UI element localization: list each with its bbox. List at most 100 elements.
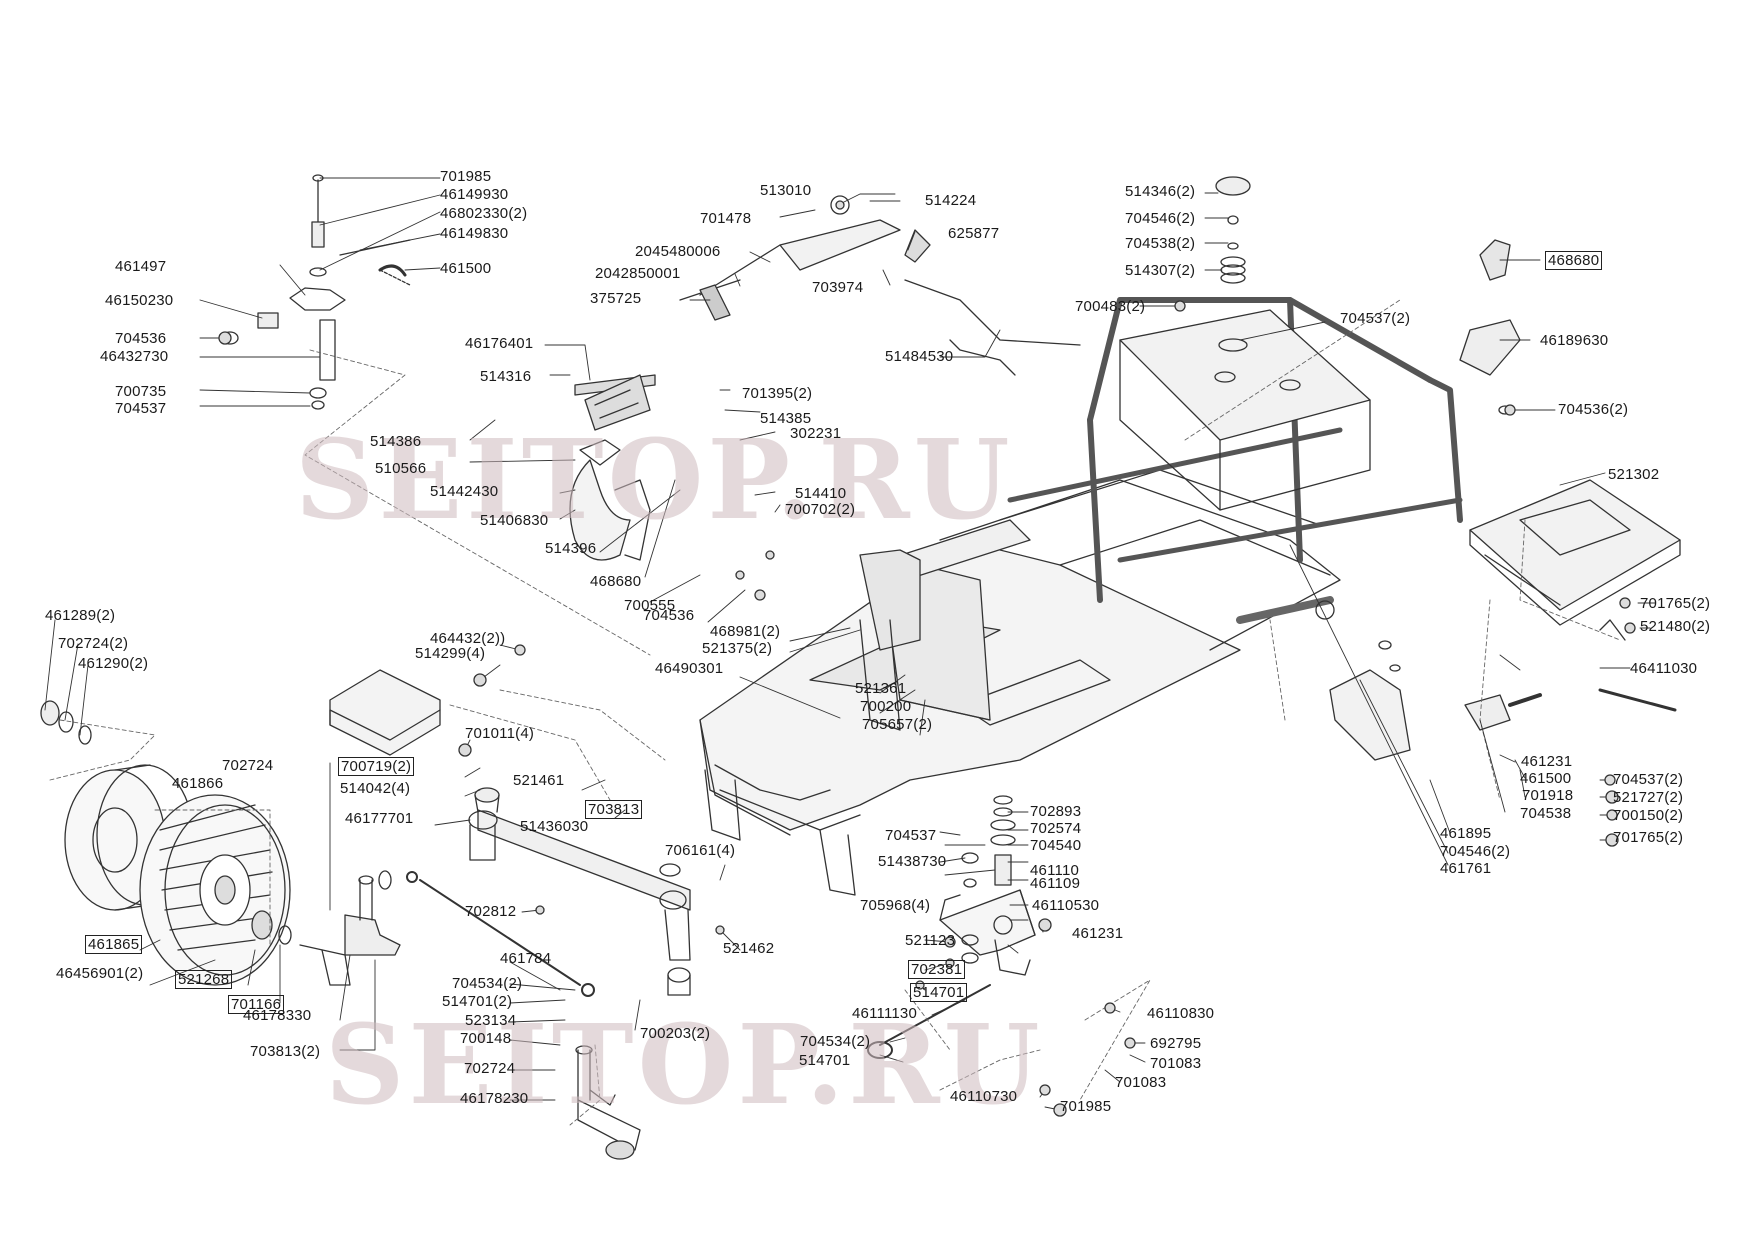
part-number-label: 46802330(2): [440, 205, 528, 222]
part-number-label: 704536(2): [1558, 401, 1629, 418]
part-number-label: 46110730: [950, 1088, 1018, 1105]
part-number-label: 704536: [115, 330, 167, 347]
seat-spring-stack: [1215, 176, 1251, 352]
part-number-label: 704534(2): [452, 975, 523, 992]
part-number-label: 700483(2): [1075, 298, 1146, 315]
part-number-label: 702381: [908, 960, 966, 979]
part-number-label: 461895: [1440, 825, 1492, 842]
part-number-label: 701083: [1115, 1074, 1167, 1091]
part-number-label: 701011(4): [465, 725, 535, 742]
part-number-label: 302231: [790, 425, 842, 442]
part-number-label: 704538(2): [1125, 235, 1196, 252]
part-number-label: 2045480006: [635, 243, 721, 260]
part-number-label: 461497: [115, 258, 167, 275]
watermark-bottom: SEITOP.RU: [325, 1000, 1044, 1129]
part-number-label: 700200: [860, 698, 912, 715]
part-number-label: 625877: [948, 225, 1000, 242]
spindle-right: [575, 1045, 641, 1160]
part-number-label: 51484530: [885, 348, 954, 365]
part-number-label: 700150(2): [1613, 807, 1684, 824]
part-number-label: 461231: [1521, 753, 1573, 770]
part-number-label: 514042(4): [340, 780, 411, 797]
part-number-label: 703813: [585, 800, 643, 819]
part-number-label: 701083: [1150, 1055, 1202, 1072]
part-number-label: 461784: [500, 950, 552, 967]
part-number-label: 521361: [855, 680, 907, 697]
part-number-label: 701765(2): [1613, 829, 1684, 846]
part-number-label: 521123: [905, 932, 956, 949]
part-number-label: 2042850001: [595, 265, 681, 282]
part-number-label: 700719(2): [338, 757, 415, 776]
part-number-label: 46177701: [345, 810, 414, 827]
part-number-label: 704537: [115, 400, 167, 417]
part-number-label: 46149830: [440, 225, 509, 242]
part-number-label: 704534(2): [800, 1033, 871, 1050]
part-number-label: 704546(2): [1440, 843, 1511, 860]
part-number-label: 513010: [760, 182, 812, 199]
part-number-label: 702724: [464, 1060, 516, 1077]
part-number-label: 46189630: [1540, 332, 1609, 349]
part-number-label: 701478: [700, 210, 752, 227]
part-number-label: 702724(2): [58, 635, 129, 652]
part-number-label: 706161(4): [665, 842, 736, 859]
part-number-label: 523134: [465, 1012, 517, 1029]
part-number-label: 46110830: [1147, 1005, 1215, 1022]
part-number-label: 521461: [513, 772, 565, 789]
part-number-label: 51442430: [430, 483, 499, 500]
part-number-label: 704538: [1520, 805, 1572, 822]
part-number-label: 514410: [795, 485, 847, 502]
part-number-label: 46111130: [852, 1005, 917, 1022]
part-number-label: 461761: [1440, 860, 1492, 877]
part-number-label: 46176401: [465, 335, 534, 352]
spindle-left: [299, 870, 401, 986]
part-number-label: 461110: [1030, 862, 1080, 879]
part-number-label: 468680: [1545, 251, 1603, 270]
part-number-label: 514396: [545, 540, 597, 557]
rear-deck-plate: [1469, 479, 1681, 641]
part-number-label: 521480(2): [1640, 618, 1711, 635]
safety-switch: [1459, 239, 1521, 415]
part-number-label: 461866: [172, 775, 224, 792]
part-number-label: 461231: [1072, 925, 1124, 942]
part-number-label: 46110530: [1032, 897, 1100, 914]
top-left-linkage: [221, 174, 411, 410]
part-number-label: 705968(4): [860, 897, 931, 914]
part-number-label: 46411030: [1630, 660, 1698, 677]
part-number-label: 702724: [222, 757, 274, 774]
part-number-label: 702893: [1030, 803, 1082, 820]
watermark-top: SEITOP.RU: [295, 415, 1014, 544]
part-number-label: 704537: [885, 827, 937, 844]
part-number-label: 521727(2): [1613, 789, 1684, 806]
part-number-label: 461500: [1520, 770, 1572, 787]
part-number-label: 702574: [1030, 820, 1082, 837]
front-wheel-right: [139, 794, 291, 986]
part-number-label: 468680: [590, 573, 642, 590]
part-number-label: 521462: [723, 940, 775, 957]
part-number-label: 51438730: [878, 853, 947, 870]
part-number-label: 514385: [760, 410, 812, 427]
part-number-label: 375725: [590, 290, 642, 307]
part-number-label: 46490301: [655, 660, 724, 677]
part-number-label: 702812: [465, 903, 517, 920]
part-number-label: 468981(2): [710, 623, 781, 640]
part-number-label: 703974: [812, 279, 864, 296]
part-number-label: 701765(2): [1640, 595, 1711, 612]
pedal-pad: [584, 374, 651, 431]
part-number-label: 700148: [460, 1030, 512, 1047]
part-number-label: 701918: [1522, 787, 1574, 804]
part-number-label: 705657(2): [862, 716, 933, 733]
lift-lever: [679, 195, 1081, 376]
part-number-label: 700555: [624, 597, 676, 614]
part-number-label: 510566: [375, 460, 427, 477]
part-number-label: 521268: [175, 970, 233, 989]
part-number-label: 701985: [440, 168, 492, 185]
wheel-bearing: [40, 700, 292, 945]
part-number-label: 692795: [1150, 1035, 1202, 1052]
chassis-frame: [699, 297, 1463, 896]
part-number-label: 46150230: [105, 292, 174, 309]
part-number-label: 46178330: [243, 1007, 312, 1024]
part-number-label: 704546(2): [1125, 210, 1196, 227]
part-number-label: 514316: [480, 368, 532, 385]
part-number-label: 521375(2): [702, 640, 773, 657]
